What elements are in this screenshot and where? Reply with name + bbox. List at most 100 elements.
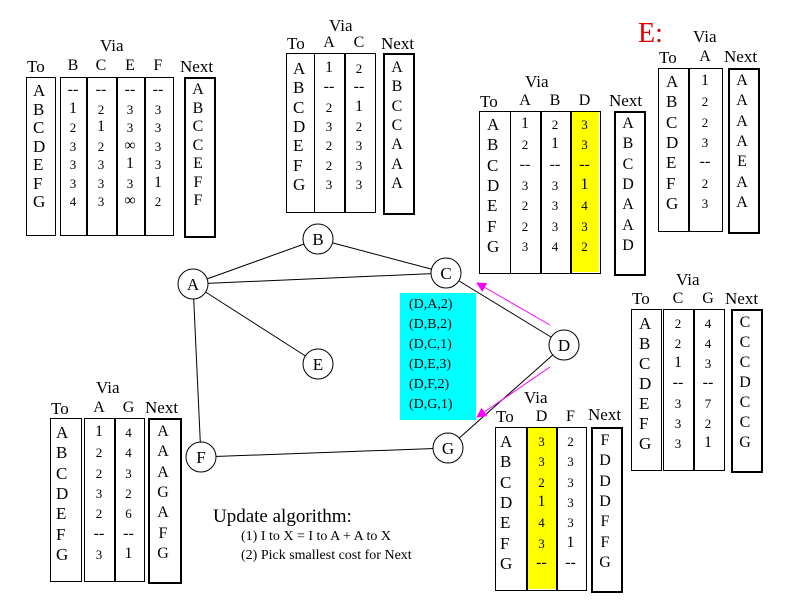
table-b-via-label: C <box>353 34 365 51</box>
table-c-next-cell: C <box>622 155 634 173</box>
node-label-f: F <box>196 448 205 467</box>
table-f-via-label: G <box>122 399 135 416</box>
edge-c-d <box>445 272 565 346</box>
table-e-row-label: B <box>666 92 678 112</box>
table-c-cell: 1 <box>521 115 529 132</box>
table-d-cell: 2 <box>704 416 712 431</box>
table-a-via-label: F <box>153 57 163 74</box>
table-a-cell: 3 <box>154 157 162 172</box>
table-g-via-column-box <box>527 427 558 591</box>
table-a-next-cell: A <box>192 81 204 98</box>
table-e-cell: 2 <box>701 94 709 110</box>
node-b <box>302 223 334 255</box>
edge-a-e <box>192 283 319 365</box>
advert-entry: (D,C,1) <box>409 337 452 352</box>
table-f-next-box <box>148 418 182 584</box>
table-a-next-cell: F <box>193 192 203 209</box>
table-b-cell: -- <box>323 78 335 96</box>
table-e-cell: -- <box>699 153 711 171</box>
table-c-via-column-box <box>540 111 572 274</box>
table-c-row-label: A <box>487 115 500 134</box>
table-c-next-box <box>614 111 646 276</box>
table-f-cell: 3 <box>95 485 103 501</box>
table-g-row-label: B <box>500 452 512 472</box>
table-a-cell: 1 <box>126 155 134 172</box>
table-a-via-column-box <box>144 77 174 236</box>
table-f-cell: 2 <box>95 445 103 461</box>
table-c-next-cell: D <box>622 236 634 254</box>
table-b-cell: 3 <box>325 176 333 192</box>
table-f-row-label: D <box>56 483 69 503</box>
table-d-row-label: A <box>639 314 652 333</box>
table-a-cell: 3 <box>154 120 162 135</box>
table-d-next-box <box>731 309 763 473</box>
table-a-cell: 3 <box>126 175 134 191</box>
table-d-cell: -- <box>702 374 714 391</box>
table-f-cell: 2 <box>95 465 103 481</box>
table-c-via-label: B <box>549 92 561 109</box>
table-g-cell: 3 <box>567 515 574 531</box>
table-f-cell: 3 <box>125 465 132 481</box>
table-e-next-cell: A <box>736 72 748 89</box>
table-e-cell: 3 <box>701 195 709 211</box>
table-b-next-cell: A <box>391 136 403 154</box>
table-b-row-label: F <box>293 155 303 175</box>
table-a-row-label: C <box>33 118 45 137</box>
table-f-cell: 1 <box>124 544 133 562</box>
table-c-via-heading: Via <box>525 72 549 91</box>
table-g-cell: 3 <box>567 474 574 490</box>
table-g-next-cell: F <box>600 432 610 449</box>
table-b-row-label: C <box>293 97 305 117</box>
table-d-to-box <box>631 309 662 471</box>
update-title: Update algorithm: <box>213 506 352 527</box>
table-d-row-label: B <box>639 334 651 353</box>
table-e-cell: 1 <box>701 72 709 89</box>
table-g-to-heading: To <box>496 407 514 426</box>
update-step-2: (2) Pick smallest cost for Next <box>241 548 412 563</box>
table-e-to-heading: To <box>659 48 677 67</box>
table-b-via-column-box <box>314 53 346 213</box>
table-d-next-cell: C <box>739 314 751 331</box>
table-d-row-label: G <box>639 434 652 453</box>
table-c-cell: 3 <box>581 137 588 153</box>
table-a-cell: 2 <box>97 138 105 154</box>
table-f-next-cell: A <box>157 504 169 522</box>
table-b-cell: 3 <box>355 157 363 173</box>
edge-b-c <box>317 238 447 274</box>
table-d-row-label: C <box>639 354 651 373</box>
table-a-via-column-box <box>60 77 88 236</box>
table-e-row-label: A <box>666 72 679 91</box>
table-f-via-label: A <box>93 399 105 416</box>
table-e-row-label: C <box>666 112 678 132</box>
table-b-cell: 3 <box>325 118 333 134</box>
table-g-via-heading: Via <box>524 388 548 407</box>
table-c-row-label: F <box>487 216 497 236</box>
table-d-next-cell: C <box>739 394 751 411</box>
table-b-row-label: B <box>293 78 305 98</box>
table-a-row-label: A <box>33 81 46 100</box>
table-a-via-label: B <box>67 57 79 74</box>
table-a-cell: -- <box>95 81 107 98</box>
table-a-cell: 3 <box>126 101 134 117</box>
table-b-to-heading: To <box>287 34 305 53</box>
table-c-via-column-box <box>510 111 542 274</box>
table-e-row-label: E <box>666 153 677 173</box>
table-e-via-label: A <box>699 48 711 65</box>
table-g-next-box <box>591 427 623 593</box>
table-g-cell: 3 <box>538 454 545 470</box>
table-e-row-label: G <box>666 193 679 213</box>
table-e-to-box <box>658 68 689 232</box>
table-d-row-label: D <box>639 374 652 393</box>
table-c-row-label: C <box>487 155 499 175</box>
table-a-cell: 1 <box>69 99 77 117</box>
table-g-cell: 3 <box>567 494 574 510</box>
table-d-next-cell: D <box>739 374 751 391</box>
table-c-next-cell: A <box>622 115 634 132</box>
table-e-next-cell: A <box>736 132 748 150</box>
node-label-g: G <box>442 439 454 458</box>
table-b-cell: 2 <box>325 99 333 115</box>
table-c-cell: 4 <box>581 198 588 214</box>
table-e-row-label: F <box>666 173 676 193</box>
table-b-cell: 3 <box>355 138 363 154</box>
advert-entry: (D,B,2) <box>409 317 452 332</box>
